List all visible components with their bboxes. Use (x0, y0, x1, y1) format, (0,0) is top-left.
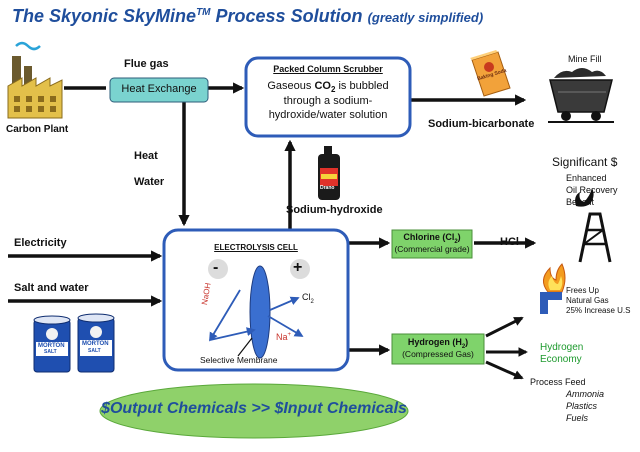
scrubber-line2: through a sodium- (283, 95, 373, 107)
hydrogen-text: Hydrogen (H (407, 337, 462, 347)
cl2-sub: 2 (310, 298, 314, 305)
feed-item-ammonia: Ammonia (566, 389, 605, 399)
frees-up-line2: Natural Gas (566, 296, 609, 305)
na-sup: + (287, 332, 292, 338)
chlorine-text: Chlorine (Cl (403, 232, 455, 242)
morton-text-left: MORTON (38, 343, 65, 349)
frees-up-line1: Frees Up (566, 286, 599, 295)
hcl-label: HCl (500, 236, 519, 248)
title-tm: TM (196, 7, 211, 18)
chlorine-end: ) (457, 232, 461, 242)
cl2-text: Cl (302, 292, 311, 302)
mine-fill-label: Mine Fill (568, 54, 602, 64)
scrubber-line1-post: is bubbled (335, 80, 389, 92)
scrubber-line1-pre: Gaseous (267, 80, 315, 92)
arrow-hydrogen-to-natural-gas (485, 316, 524, 338)
scrubber-co2-sub: 2 (330, 85, 336, 95)
page-title: The Skyonic SkyMineTM Process Solution (… (12, 6, 483, 27)
process-feed-label: Process Feed (530, 377, 586, 387)
hydrogen-sub: 2 (461, 343, 466, 350)
sodium-bicarbonate-label: Sodium-bicarbonate (428, 118, 535, 130)
salt-and-water-label: Salt and water (14, 282, 89, 294)
hydrogen-box (391, 333, 485, 365)
water-label: Water (134, 176, 165, 188)
oil-derrick-icon (575, 188, 612, 263)
sodium-hydroxide-label: Sodium-hydroxide (286, 204, 383, 216)
frees-up-line3: 25% Increase U.S (566, 306, 631, 315)
scrubber-line3: hydroxide/water solution (268, 109, 388, 121)
chlorine-box (391, 229, 473, 259)
hydrogen-economy-line2: Economy (540, 354, 582, 365)
selective-membrane-label: Selective Membrane (200, 355, 278, 365)
title-main: The Skyonic SkyMine (12, 6, 197, 26)
title-main-suffix: Process Solution (210, 6, 363, 26)
eor-line3: Benefit (566, 197, 595, 207)
electricity-label: Electricity (14, 237, 67, 249)
hydrogen-end: ) (465, 337, 469, 347)
drano-text: Drano (320, 185, 335, 191)
scrubber-title: Packed Column Scrubber (273, 64, 383, 74)
morton-text-right: MORTON (82, 341, 109, 347)
factory-icon (7, 41, 63, 119)
chlorine-line2: (Commercial grade) (394, 244, 470, 254)
scrubber-box (244, 56, 412, 138)
heat-label: Heat (134, 150, 158, 162)
mine-cart-icon (548, 68, 614, 123)
selective-membrane (249, 265, 271, 359)
carbon-plant-label: Carbon Plant (6, 124, 69, 135)
plus-symbol: + (293, 259, 303, 276)
feed-item-fuels: Fuels (566, 413, 589, 423)
scrubber-line1: Gaseous CO2 is bubbled (246, 80, 410, 94)
electrolysis-title: ELECTROLYSIS CELL (214, 243, 298, 252)
heat-exchange-label: Heat Exchange (121, 83, 197, 95)
chlorine-line1: Chlorine (Cl2) (392, 232, 472, 246)
ion-arrows (209, 289, 304, 342)
title-subtitle: (greatly simplified) (367, 10, 484, 25)
membrane-pointer (237, 337, 253, 357)
sodium-hydroxide-bottle-icon (318, 146, 340, 200)
hydrogen-line1: Hydrogen (H2) (392, 337, 484, 351)
footer-text: $Output Chemicals >> $Input Chemicals (101, 400, 407, 417)
heat-exchange-box (109, 77, 209, 103)
minus-terminal (208, 259, 228, 279)
flue-gas-label: Flue gas (124, 58, 169, 70)
plus-terminal (290, 259, 310, 279)
minus-symbol: - (213, 259, 219, 276)
significant-label: Significant $ (552, 155, 618, 169)
arrow-hydrogen-to-process-feed (485, 360, 524, 380)
salt-text-left: SALT (44, 349, 57, 355)
gas-flame-icon (540, 263, 566, 314)
footer-ellipse (99, 383, 409, 439)
scrubber-co2: CO (314, 80, 331, 92)
hydrogen-economy-line1: Hydrogen (540, 342, 584, 353)
cl2-label: Cl2 (302, 292, 314, 306)
morton-salt-icons (33, 313, 115, 373)
baking-soda-icon (470, 50, 511, 97)
eor-line1: Enhanced (566, 173, 607, 183)
na-plus-label: Na+ (276, 332, 291, 342)
chlorine-sub: 2 (454, 238, 458, 245)
feed-item-plastics: Plastics (566, 401, 598, 411)
na-text: Na (276, 332, 288, 342)
eor-line2: Oil Recovery (566, 185, 618, 195)
hydrogen-line2: (Compressed Gas) (402, 349, 474, 359)
salt-text-right: SALT (88, 348, 101, 354)
flow-arrows (8, 82, 537, 380)
